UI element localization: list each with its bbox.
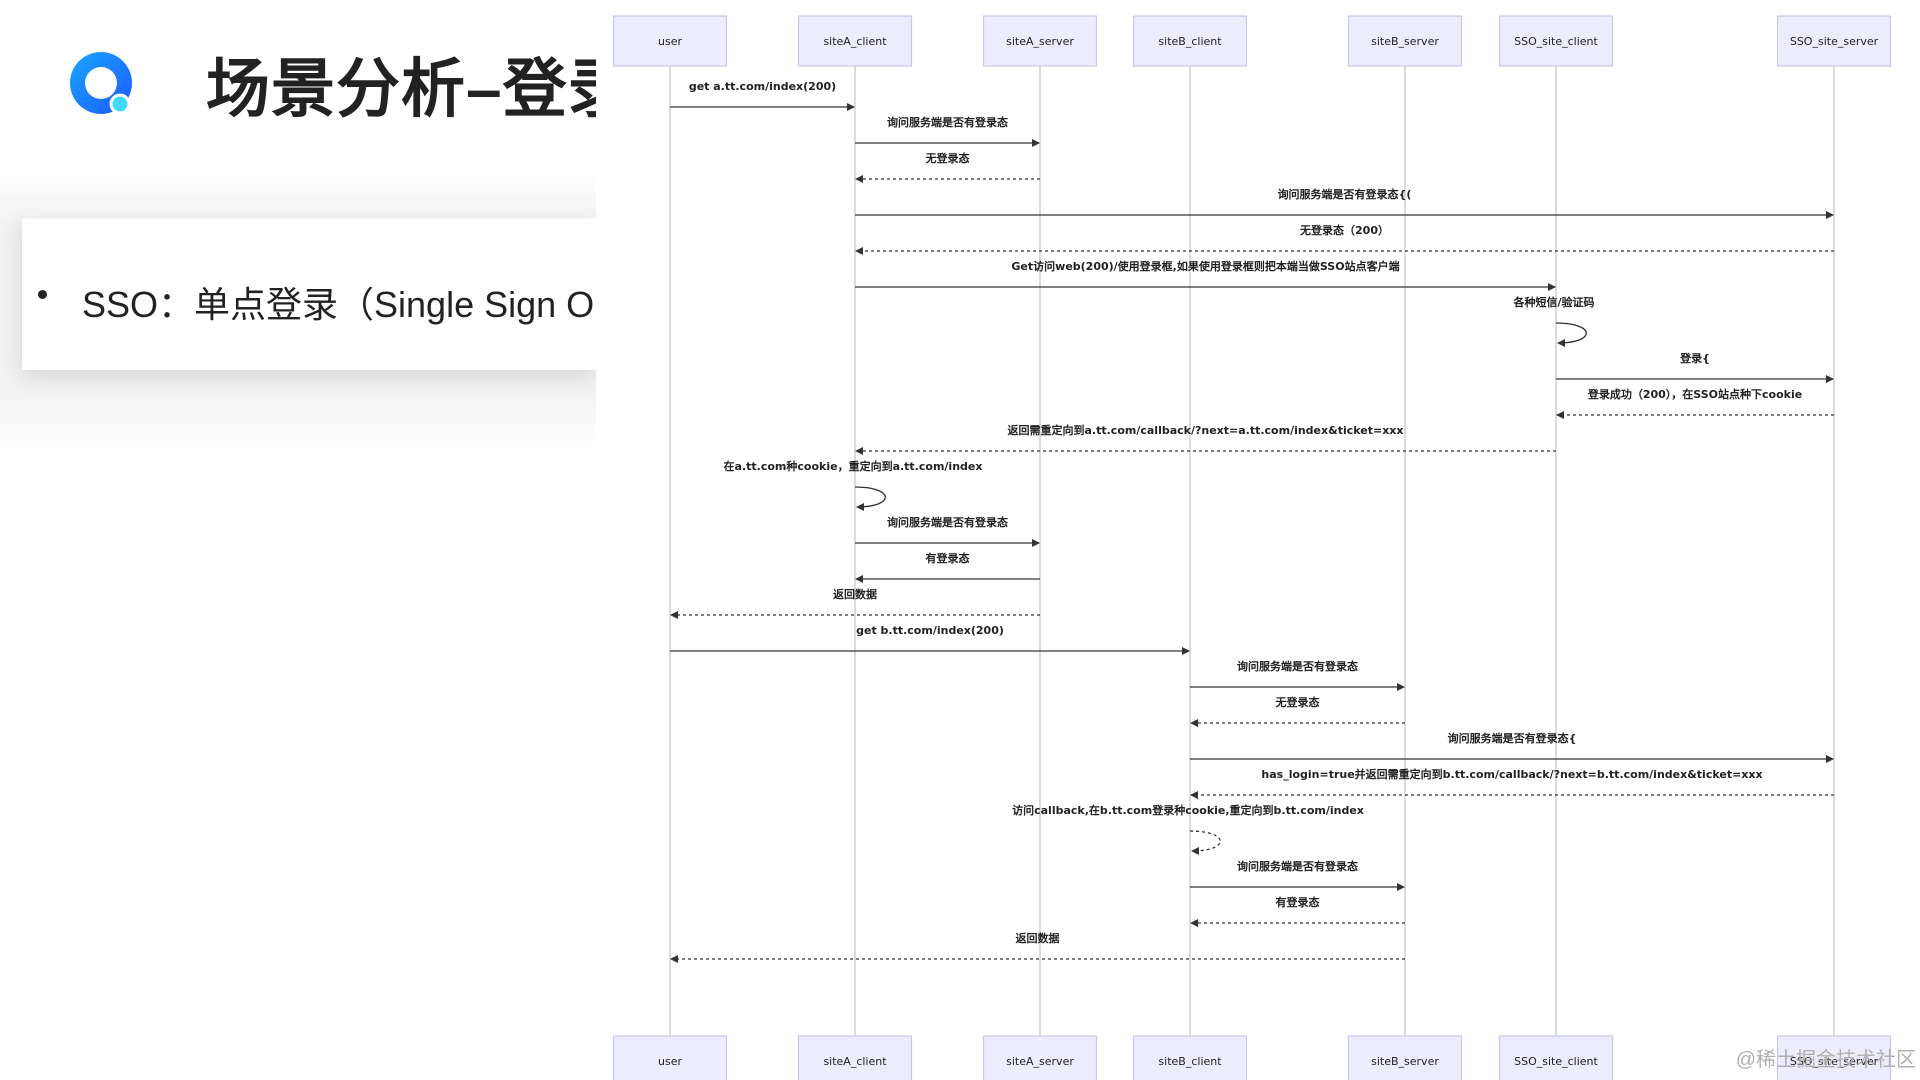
participant-label: SSO_site_server: [1790, 1055, 1879, 1068]
bullet-card: SSO：单点登录（Single Sign On: [22, 218, 614, 370]
message-12: 询问服务端是否有登录态: [855, 515, 1040, 547]
message-label: 登录{: [1679, 351, 1710, 365]
self-arrow: [1189, 830, 1221, 855]
message-label: 有登录态: [1276, 895, 1320, 909]
participant-box: [797, 15, 913, 67]
message-label: get b.tt.com/index(200): [856, 624, 1004, 637]
message-15: get b.tt.com/index(200): [670, 624, 1190, 655]
message-label: 询问服务端是否有登录态: [1237, 659, 1358, 673]
message-label: 返回数据: [833, 587, 877, 601]
message-label: 无登录态: [925, 151, 970, 165]
message-19: has_login=true并返回需重定向到b.tt.com/callback/…: [1190, 767, 1834, 799]
message-1: get a.tt.com/index(200): [670, 80, 855, 111]
message-label: 无登录态: [1275, 695, 1320, 709]
participant-box: [982, 15, 1098, 67]
participant-label: SSO_site_client: [1514, 35, 1598, 48]
message-6: Get访问web(200)/使用登录框,如果使用登录框则把本端当做SSO站点客户…: [855, 259, 1556, 291]
participant-box: [797, 1035, 913, 1080]
participant-label: SSO_site_client: [1514, 1055, 1598, 1068]
watermark: @稀土掘金技术社区: [1735, 1049, 1916, 1071]
participant-label: siteB_client: [1158, 35, 1222, 48]
participant-label: siteB_client: [1158, 1055, 1222, 1068]
participant-box: [982, 1035, 1098, 1080]
participant-box: [1347, 15, 1463, 67]
self-arrow: [1555, 322, 1587, 347]
sequence-diagram: user user siteA_client siteA_client siteA_se…: [596, 0, 1920, 1080]
participant-label: siteB_server: [1371, 35, 1439, 48]
participant-label: siteA_client: [823, 35, 887, 48]
participant-bottom-SSO_site_server: SSO_site_server: [1776, 1035, 1892, 1080]
participant-top-user: user: [612, 15, 728, 67]
message-label: 登录成功（200），在SSO站点种下cookie: [1587, 387, 1802, 401]
message-label: 询问服务端是否有登录态{(: [1278, 187, 1412, 201]
participant-top-SSO_site_server: SSO_site_server: [1776, 15, 1892, 67]
participant-bottom-siteB_client: siteB_client: [1132, 1035, 1248, 1080]
participant-bottom-siteA_client: siteA_client: [797, 1035, 913, 1080]
message-11: 在a.tt.com种cookie，重定向到a.tt.com/index: [724, 459, 983, 511]
message-label: 返回需重定向到a.tt.com/callback/?next=a.tt.com/…: [1008, 423, 1404, 437]
message-5: 无登录态（200）: [855, 223, 1834, 255]
participant-top-siteA_server: siteA_server: [982, 15, 1098, 67]
participant-box: [612, 1035, 728, 1080]
participant-bottom-siteB_server: siteB_server: [1347, 1035, 1463, 1080]
participant-label: user: [658, 35, 682, 48]
message-label: 询问服务端是否有登录态: [887, 115, 1008, 129]
participant-box: [1776, 15, 1892, 67]
message-18: 询问服务端是否有登录态{: [1190, 731, 1834, 763]
message-label: 询问服务端是否有登录态: [887, 515, 1008, 529]
participant-box: [1498, 15, 1614, 67]
participant-box: [1132, 15, 1248, 67]
message-label: 返回数据: [1016, 931, 1060, 945]
participant-bottom-SSO_site_client: SSO_site_client: [1498, 1035, 1614, 1080]
message-label: has_login=true并返回需重定向到b.tt.com/callback/…: [1261, 767, 1762, 781]
message-10: 返回需重定向到a.tt.com/callback/?next=a.tt.com/…: [855, 423, 1556, 455]
sequence-diagram-canvas: user user siteA_client siteA_client siteA_se…: [612, 15, 1892, 1080]
participant-box: [612, 15, 728, 67]
bullet-dot-icon: [38, 290, 47, 299]
message-23: 返回数据: [670, 931, 1405, 963]
participant-bottom-user: user: [612, 1035, 728, 1080]
participant-label: siteA_server: [1006, 35, 1074, 48]
message-label: get a.tt.com/index(200): [689, 80, 836, 93]
participant-box: [1347, 1035, 1463, 1080]
message-2: 询问服务端是否有登录态: [855, 115, 1040, 147]
participant-box: [1498, 1035, 1614, 1080]
message-13: 有登录态: [855, 551, 1040, 583]
message-3: 无登录态: [855, 151, 1040, 183]
participant-label: siteA_server: [1006, 1055, 1074, 1068]
participant-label: siteA_client: [823, 1055, 887, 1068]
message-16: 询问服务端是否有登录态: [1190, 659, 1405, 691]
participant-top-siteB_client: siteB_client: [1132, 15, 1248, 67]
message-label: 访问callback,在b.tt.com登录种cookie,重定向到b.tt.c…: [1012, 803, 1364, 817]
participant-box: [1132, 1035, 1248, 1080]
message-21: 询问服务端是否有登录态: [1190, 859, 1405, 891]
participant-top-SSO_site_client: SSO_site_client: [1498, 15, 1614, 67]
message-label: 无登录态（200）: [1299, 223, 1389, 237]
page-title: 场景分析–登录: [206, 53, 633, 125]
participant-top-siteA_client: siteA_client: [797, 15, 913, 67]
bullet-text: SSO：单点登录（Single Sign On: [82, 284, 615, 325]
participant-label: SSO_site_server: [1790, 35, 1879, 48]
participant-label: user: [658, 1055, 682, 1068]
message-label: Get访问web(200)/使用登录框,如果使用登录框则把本端当做SSO站点客户…: [1011, 259, 1399, 273]
participant-label: siteB_server: [1371, 1055, 1439, 1068]
message-20: 访问callback,在b.tt.com登录种cookie,重定向到b.tt.c…: [1012, 803, 1364, 855]
message-label: 有登录态: [926, 551, 970, 565]
message-label: 在a.tt.com种cookie，重定向到a.tt.com/index: [724, 459, 983, 473]
message-8: 登录{: [1556, 351, 1834, 383]
message-17: 无登录态: [1190, 695, 1405, 727]
message-label: 询问服务端是否有登录态{: [1448, 731, 1577, 745]
self-arrow: [854, 486, 886, 511]
participant-box: [1776, 1035, 1892, 1080]
participant-bottom-siteA_server: siteA_server: [982, 1035, 1098, 1080]
message-22: 有登录态: [1190, 895, 1405, 927]
message-9: 登录成功（200），在SSO站点种下cookie: [1556, 387, 1834, 419]
participant-top-siteB_server: siteB_server: [1347, 15, 1463, 67]
app-logo-icon: [70, 52, 132, 115]
message-7: 各种短信/验证码: [1512, 295, 1595, 347]
message-14: 返回数据: [670, 587, 1040, 619]
message-4: 询问服务端是否有登录态{(: [855, 187, 1834, 219]
message-label: 各种短信/验证码: [1512, 295, 1594, 309]
message-label: 询问服务端是否有登录态: [1237, 859, 1358, 873]
